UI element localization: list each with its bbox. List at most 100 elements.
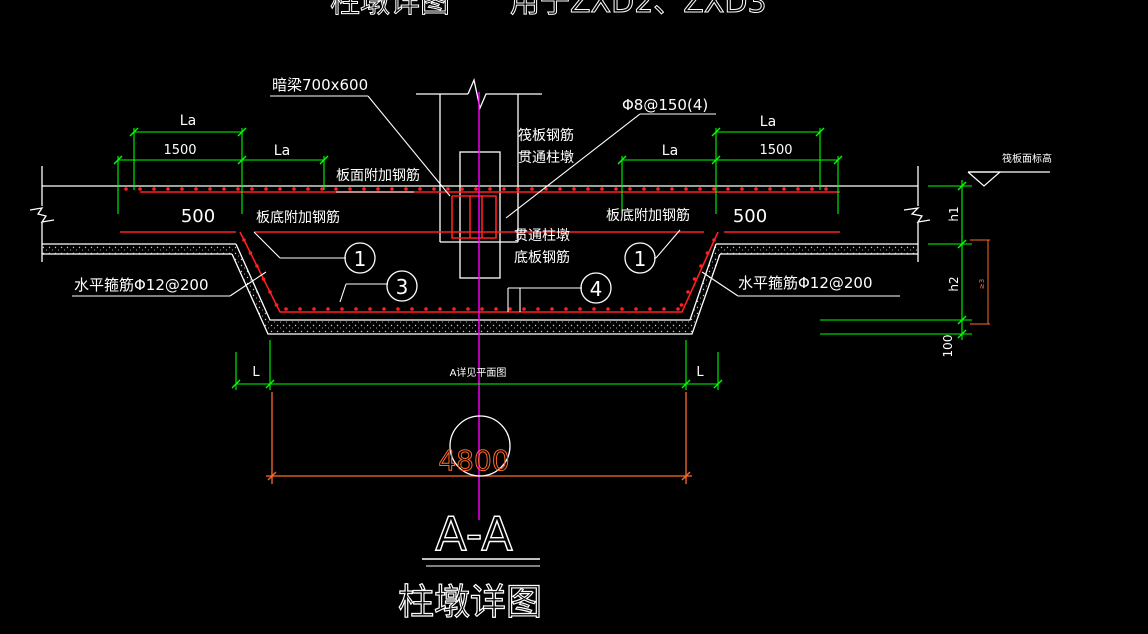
rebar-dot — [438, 307, 442, 311]
rebar-dot — [516, 187, 520, 191]
label-through-pier-bottom-1: 贯通柱墩 — [514, 228, 570, 244]
dim-small: ≥3 — [978, 279, 986, 289]
top-title: 柱墩详图 用于ZXD2、ZXD3 — [330, 0, 767, 20]
dim-la-left-second: La — [274, 143, 290, 159]
axis-bubble — [449, 415, 511, 477]
rebar-dot — [550, 307, 554, 311]
rebar-dot — [404, 187, 408, 191]
rebar-dots — [124, 187, 828, 311]
rebar-dot — [306, 187, 310, 191]
detail-title: 柱墩详图 — [398, 582, 542, 623]
dim-1500-left: 1500 — [163, 143, 196, 158]
label-horizontal-stirrup-left: 水平箍筋Φ12@200 — [74, 276, 209, 294]
label-bottom-additional-right: 板底附加钢筋 — [606, 207, 690, 224]
rebar-dot — [298, 307, 302, 311]
rebar-dot — [522, 307, 526, 311]
rebar-dot — [679, 303, 684, 307]
dim-4800: 4800 — [438, 444, 509, 477]
dim-1500-right: 1500 — [759, 143, 792, 158]
rebar-dot — [536, 307, 540, 311]
concrete-section — [42, 244, 918, 334]
rebar-dot — [740, 187, 744, 191]
rebar-dot — [362, 187, 366, 191]
rebar-dot — [261, 277, 266, 281]
rebar-dot — [474, 187, 478, 191]
rebar-dot — [620, 307, 624, 311]
rebar-dot — [586, 187, 590, 191]
rebar-dot — [572, 187, 576, 191]
slab-hatch-left — [42, 244, 236, 254]
dim-500-left: 500 — [181, 206, 215, 227]
rebar-dot — [699, 264, 703, 268]
rebar-dot — [564, 307, 568, 311]
marker-1-left: 1 — [344, 242, 376, 274]
rebar-dot — [250, 187, 254, 191]
pier-hatch — [232, 244, 720, 334]
rebar-dot — [810, 187, 814, 191]
rebar-dot — [502, 187, 506, 191]
rebar-dot — [698, 187, 702, 191]
rebar-dot — [628, 187, 632, 191]
rebar-dot — [248, 251, 253, 255]
rebar-dot — [124, 187, 128, 191]
rebar-dot — [368, 307, 372, 311]
rebar-dot — [676, 307, 680, 311]
rebar-dot — [410, 307, 414, 311]
rebar-dot — [606, 307, 610, 311]
rebar-dot — [194, 187, 198, 191]
svg-text:1: 1 — [354, 247, 367, 271]
rebar-dot — [705, 251, 710, 255]
dim-la-right-top: La — [760, 114, 776, 130]
rebar-dot — [768, 187, 772, 191]
rebar-dot — [348, 187, 352, 191]
dim-la-left-top: La — [180, 113, 196, 129]
dim-h1: h1 — [947, 206, 961, 221]
rebar-dot — [312, 307, 316, 311]
rebar-dot — [670, 187, 674, 191]
label-stirrup-spec: Φ8@150(4) — [622, 96, 708, 114]
rebar-dot — [320, 187, 324, 191]
rebar-dot — [642, 187, 646, 191]
rebar-dot — [208, 187, 212, 191]
label-raft-rebar: 筏板钢筋 — [518, 127, 574, 144]
rebar-dot — [152, 187, 156, 191]
svg-text:3: 3 — [396, 275, 409, 299]
rebar-dot — [692, 277, 697, 281]
rebar-dot — [334, 187, 338, 191]
svg-text:4: 4 — [590, 277, 603, 301]
rebar-dot — [274, 303, 279, 307]
svg-text:1: 1 — [634, 247, 647, 271]
dim-100: 100 — [941, 335, 955, 358]
label-through-pier: 贯通柱墩 — [518, 150, 574, 166]
marker-3: 3 — [386, 270, 418, 302]
rebar-dot — [466, 307, 470, 311]
rebar-dot — [354, 307, 358, 311]
rebar-dot — [222, 187, 226, 191]
rebar-dot — [824, 187, 828, 191]
rebar-dot — [138, 187, 142, 191]
rebar-dot — [452, 307, 456, 311]
rebar-dot — [662, 307, 666, 311]
rebar-dot — [656, 187, 660, 191]
rebar-dot — [480, 307, 484, 311]
leader-lines — [72, 95, 900, 567]
elevation-symbol — [967, 171, 1050, 187]
rebar-dot — [726, 187, 730, 191]
rebar-dot — [578, 307, 582, 311]
rebar-dot — [508, 307, 512, 311]
marker-4: 4 — [580, 272, 612, 304]
rebar-dot — [460, 187, 464, 191]
dim-l-left: L — [252, 365, 260, 380]
rebar-dot — [684, 187, 688, 191]
rebar-dot — [236, 187, 240, 191]
rebar-dot — [614, 187, 618, 191]
dim-l-right: L — [696, 365, 704, 380]
dim-la-right-second: La — [662, 143, 678, 159]
rebar-dot — [648, 307, 652, 311]
rebar-dot — [446, 187, 450, 191]
rebar-dot — [326, 307, 330, 311]
label-raft-top-elevation: 筏板面标高 — [1002, 152, 1052, 165]
rebar-dot — [242, 238, 246, 242]
rebar-dot — [530, 187, 534, 191]
